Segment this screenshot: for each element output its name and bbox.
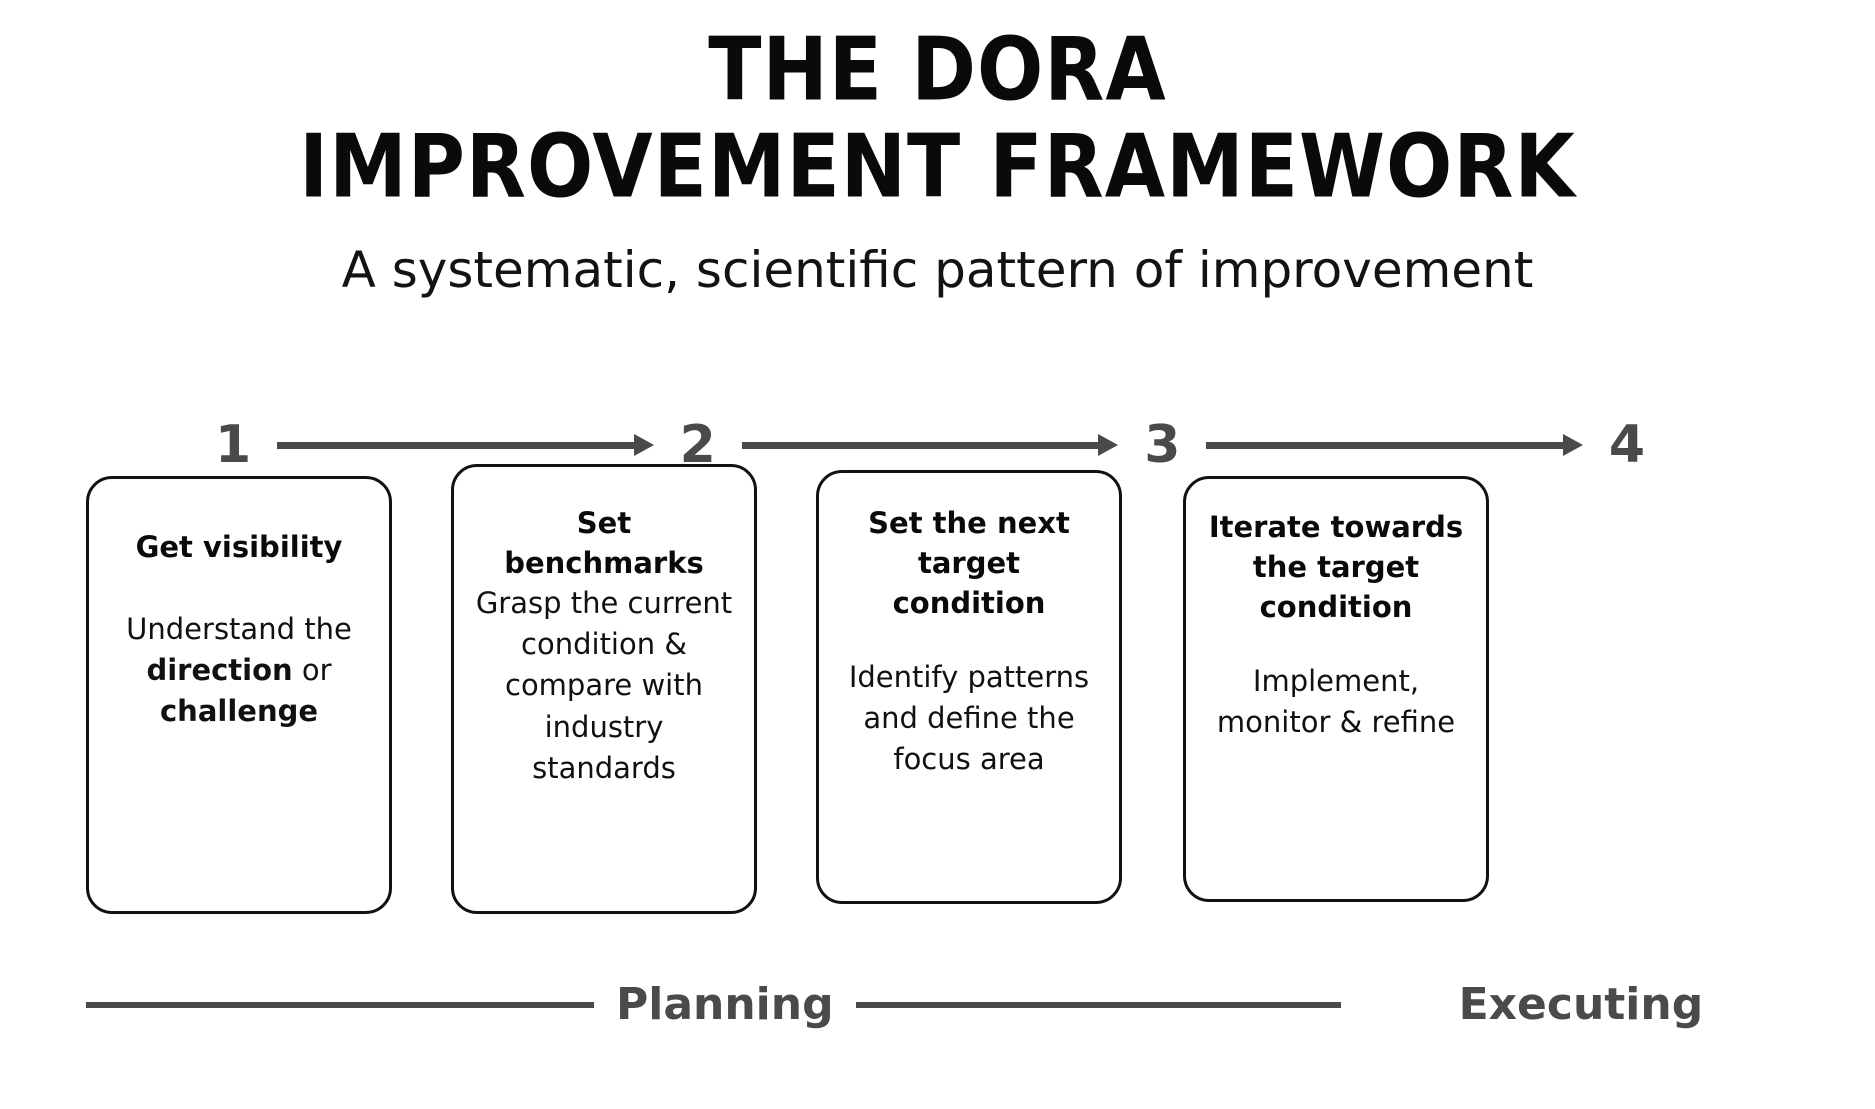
arrow-3-to-4	[1206, 434, 1583, 456]
step-card-2: Set benchmarks Grasp the current conditi…	[451, 464, 757, 914]
step-card-1: Get visibility Understand the direction …	[86, 476, 392, 914]
arrow-1-to-2	[277, 434, 654, 456]
step-cards: Get visibility Understand the direction …	[86, 464, 1791, 924]
step-number-2: 2	[679, 415, 716, 475]
phase-legend: Planning Executing	[86, 975, 1791, 1035]
page-title-line-2: IMPROVEMENT FRAMEWORK	[299, 117, 1576, 219]
arrow-2-to-3	[741, 434, 1119, 456]
step-card-4-heading: Iterate towards the target condition	[1208, 510, 1464, 625]
legend-label-executing: Executing	[1458, 979, 1704, 1030]
step-card-3-body: Identify patterns and define the focus a…	[848, 660, 1090, 777]
legend-line-left	[86, 1002, 594, 1008]
step-number-4: 4	[1608, 415, 1646, 475]
body-text-bold-direction: direction	[146, 653, 293, 688]
step-card-2-heading: Set benchmarks	[504, 506, 704, 581]
spacer	[107, 567, 371, 609]
legend-label-planning: Planning	[616, 979, 834, 1030]
step-card-1-body: Understand the direction or challenge	[107, 609, 371, 733]
header: THE DORA IMPROVEMENT FRAMEWORK A systema…	[0, 0, 1875, 299]
step-card-2-body: Grasp the current condition & compare wi…	[475, 586, 733, 785]
step-number-1: 1	[215, 415, 252, 475]
body-text-prefix: Understand the	[126, 612, 352, 647]
step-number-3: 3	[1144, 415, 1181, 475]
arrow-head-icon	[1562, 434, 1583, 456]
arrow-head-icon	[1098, 434, 1119, 456]
step-card-1-heading: Get visibility	[135, 530, 343, 564]
body-text-bold-challenge: challenge	[159, 694, 319, 729]
legend-line-middle	[855, 1002, 1341, 1008]
arrow-shaft	[741, 441, 1100, 449]
body-text-mid: or	[292, 653, 332, 688]
arrow-shaft	[277, 441, 635, 449]
step-card-4: Iterate towards the target condition Imp…	[1183, 476, 1489, 902]
page-subtitle: A systematic, scientific pattern of impr…	[341, 240, 1534, 299]
step-card-3: Set the next target condition Identify p…	[816, 470, 1122, 904]
spacer	[1204, 627, 1468, 661]
arrow-head-icon	[633, 434, 654, 456]
step-card-3-heading: Set the next target condition	[868, 506, 1070, 621]
page-title: THE DORA IMPROVEMENT FRAMEWORK	[0, 19, 1875, 219]
step-sequence: 1 2 3 4	[215, 415, 1645, 475]
page-title-line-1: THE DORA	[708, 19, 1167, 121]
spacer	[837, 623, 1101, 657]
arrow-shaft	[1206, 441, 1564, 449]
step-card-4-body: Implement, monitor & refine	[1216, 664, 1456, 740]
